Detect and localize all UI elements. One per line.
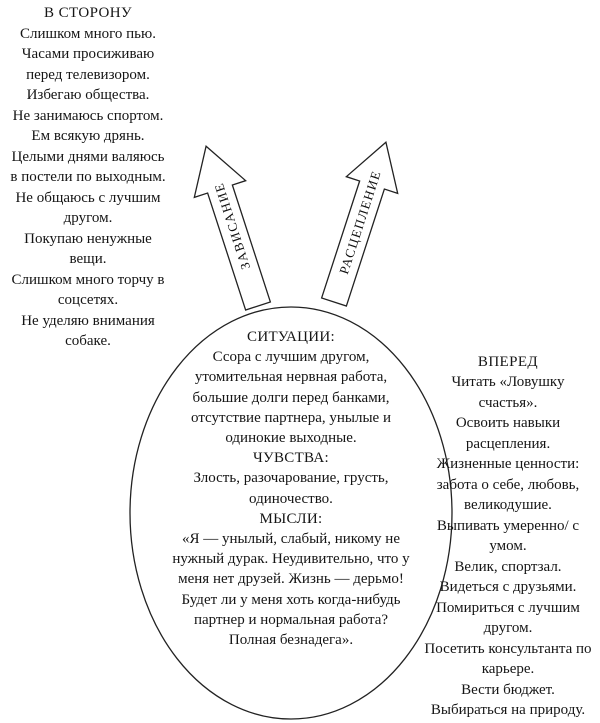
thoughts-body: «Я — унылый, слабый, никому не нужный ду… — [172, 531, 410, 649]
list-item: Ем всякую дрянь. — [31, 128, 145, 144]
list-item: Часами просиживаю перед телевизором. — [21, 46, 155, 83]
away-header: В СТОРОНУ — [44, 5, 132, 21]
choice-point-oval — [129, 306, 453, 720]
hang-arrow — [193, 145, 272, 311]
list-item: Выбираться на природу. — [430, 702, 586, 718]
list-item: Выпивать умеренно/ с умом. — [436, 517, 580, 555]
list-item: Целыми днями валяюсь в постели по выходн… — [10, 148, 166, 186]
unhook-arrow — [320, 141, 399, 307]
list-item: Избегаю общества. — [26, 87, 150, 103]
away-list: Слишком много пью. Часами просиживаю пере… — [10, 24, 166, 352]
list-item: Не уделяю внимания собаке. — [21, 312, 155, 350]
thoughts-heading: МЫСЛИ: — [259, 510, 323, 527]
list-item: Помириться с лучшим другом. — [436, 599, 580, 637]
column-away: В СТОРОНУ Слишком много пью. Часами проси… — [10, 3, 166, 352]
oval-content: СИТУАЦИИ: Ссора с лучшим другом, утомите… — [172, 327, 410, 650]
oval-section-feelings: ЧУВСТВА: Злость, разочарование, грусть, … — [172, 448, 410, 509]
list-item: Вести бюджет. — [461, 681, 555, 698]
forward-header: ВПЕРЕД — [477, 353, 539, 370]
list-item: Читать «Ловушку счастья». — [451, 374, 565, 411]
situations-heading: СИТУАЦИИ: — [247, 329, 335, 345]
list-item: Слишком много торчу в соцсетях. — [11, 271, 165, 309]
list-item: Видеться с друзьями. — [439, 579, 577, 595]
feelings-heading: ЧУВСТВА: — [252, 450, 329, 467]
list-item: Освоить навыки расцепления. — [455, 415, 561, 452]
oval-section-situations: СИТУАЦИИ: Ссора с лучшим другом, утомите… — [172, 327, 410, 448]
column-forward: ВПЕРЕД Читать «Ловушку счастья». Освоить … — [422, 352, 594, 723]
feelings-body: Злость, разочарование, грусть, одиночест… — [193, 470, 389, 507]
situations-body: Ссора с лучшим другом, утомительная нерв… — [191, 349, 391, 447]
list-item: Покупаю ненужные вещи. — [24, 230, 152, 268]
list-item: Посетить консультанта по карьере. — [424, 640, 592, 678]
list-item: Жизненные ценности: забота о себе, любов… — [436, 456, 580, 513]
list-item: Слишком много пью. — [20, 25, 156, 42]
list-item: Не общаюсь с лучшим другом. — [15, 189, 161, 227]
list-item: Велик, спортзал. — [454, 558, 562, 575]
list-item: Не занимаюсь спортом. — [12, 107, 164, 124]
oval-section-thoughts: МЫСЛИ: «Я — унылый, слабый, никому не ну… — [172, 509, 410, 650]
forward-list: Читать «Ловушку счастья». Освоить навыки … — [422, 372, 594, 723]
